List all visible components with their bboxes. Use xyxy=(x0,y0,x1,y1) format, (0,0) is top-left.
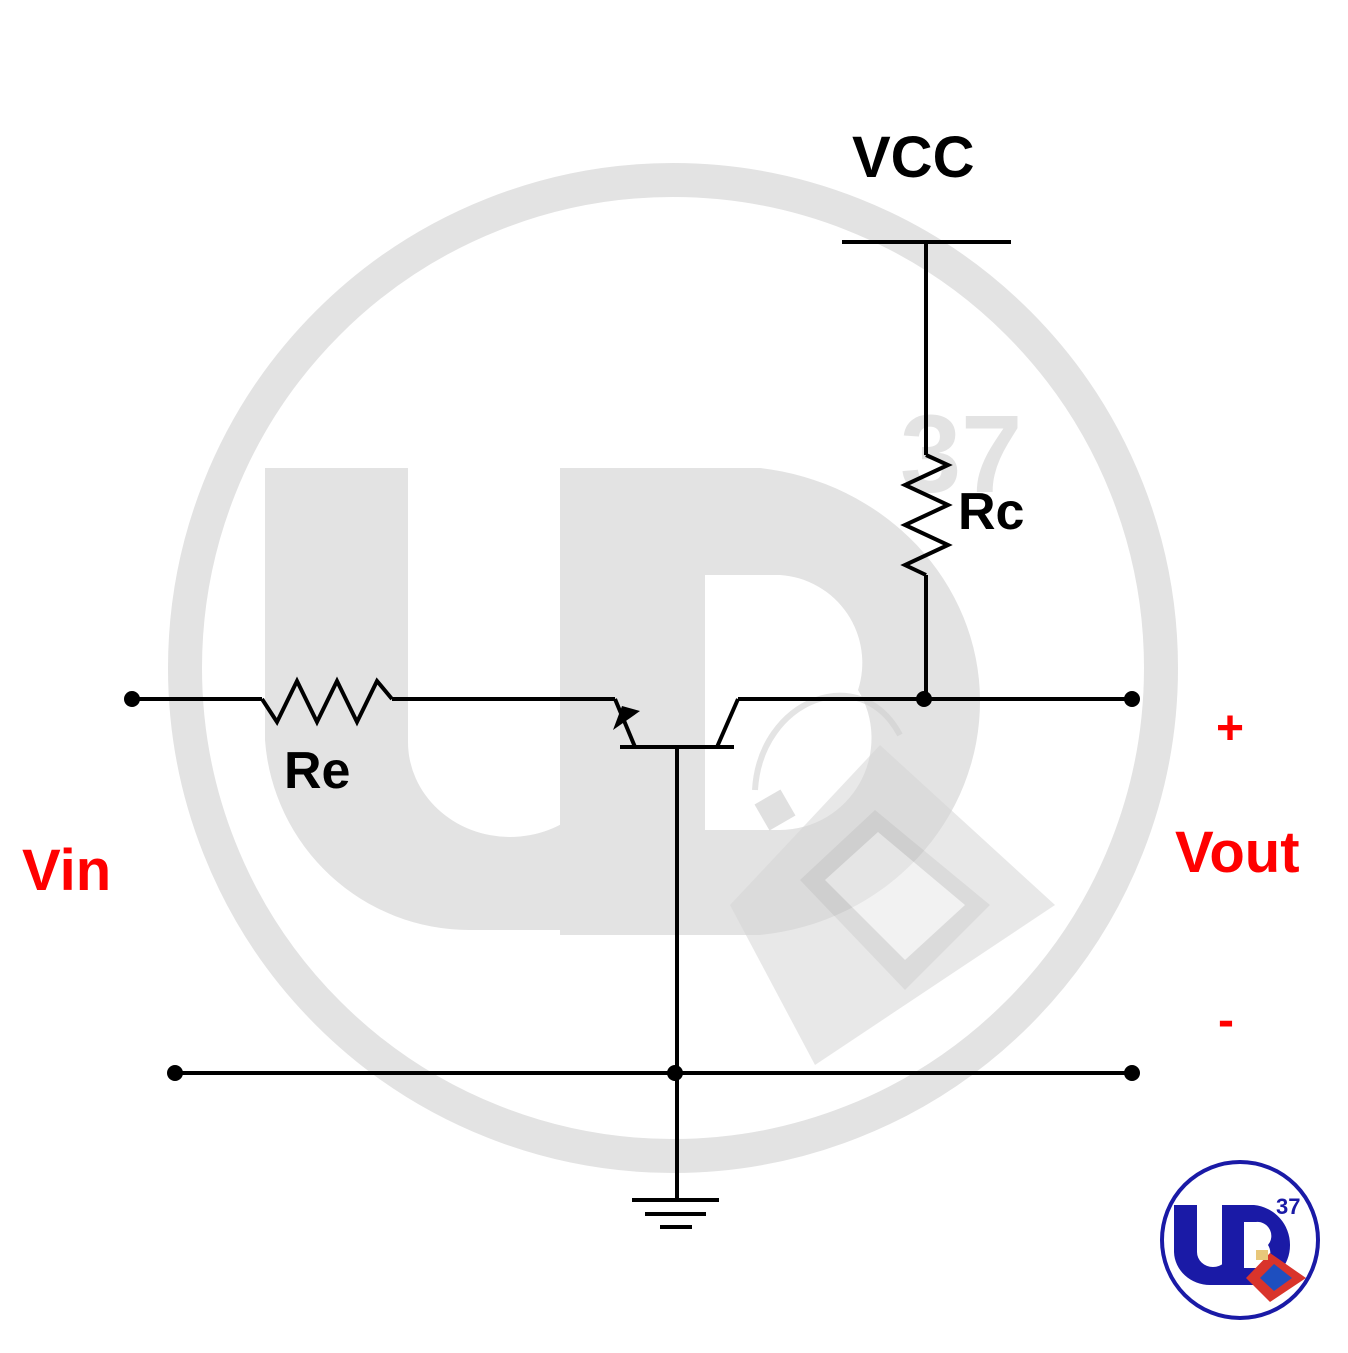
watermark-superscript: 37 xyxy=(900,393,1022,516)
vout-label: Vout xyxy=(1175,820,1300,885)
emitter-leg xyxy=(613,698,637,748)
vcc-label: VCC xyxy=(852,125,974,190)
vin-plus-terminal xyxy=(124,691,140,707)
minus-label: - xyxy=(1218,994,1234,1047)
logo-superscript: 37 xyxy=(1276,1194,1300,1219)
logo-letter-u xyxy=(1174,1205,1236,1285)
ground-junction xyxy=(667,1065,683,1081)
collector-junction xyxy=(916,691,932,707)
rc-label: Rc xyxy=(958,483,1024,541)
collector-leg xyxy=(715,698,740,748)
watermark-board-image xyxy=(730,692,1055,1065)
vin-minus-terminal xyxy=(167,1065,183,1081)
watermark-letter-u xyxy=(265,468,650,931)
vout-minus-terminal xyxy=(1124,1065,1140,1081)
re-label: Re xyxy=(284,742,350,800)
watermark-ring xyxy=(168,163,1178,1173)
watermark: 37 xyxy=(168,163,1178,1173)
rc-resistor xyxy=(900,453,953,577)
vout-plus-terminal xyxy=(1124,691,1140,707)
re-resistor xyxy=(260,676,394,727)
terminals xyxy=(124,691,1140,1081)
circuit xyxy=(132,240,1132,1229)
logo-board-image xyxy=(1246,1250,1306,1302)
ud37-logo: 37 xyxy=(1160,1160,1320,1320)
plus-label: + xyxy=(1216,702,1244,755)
vin-label: Vin xyxy=(22,838,111,903)
emitter-arrow xyxy=(613,706,640,730)
